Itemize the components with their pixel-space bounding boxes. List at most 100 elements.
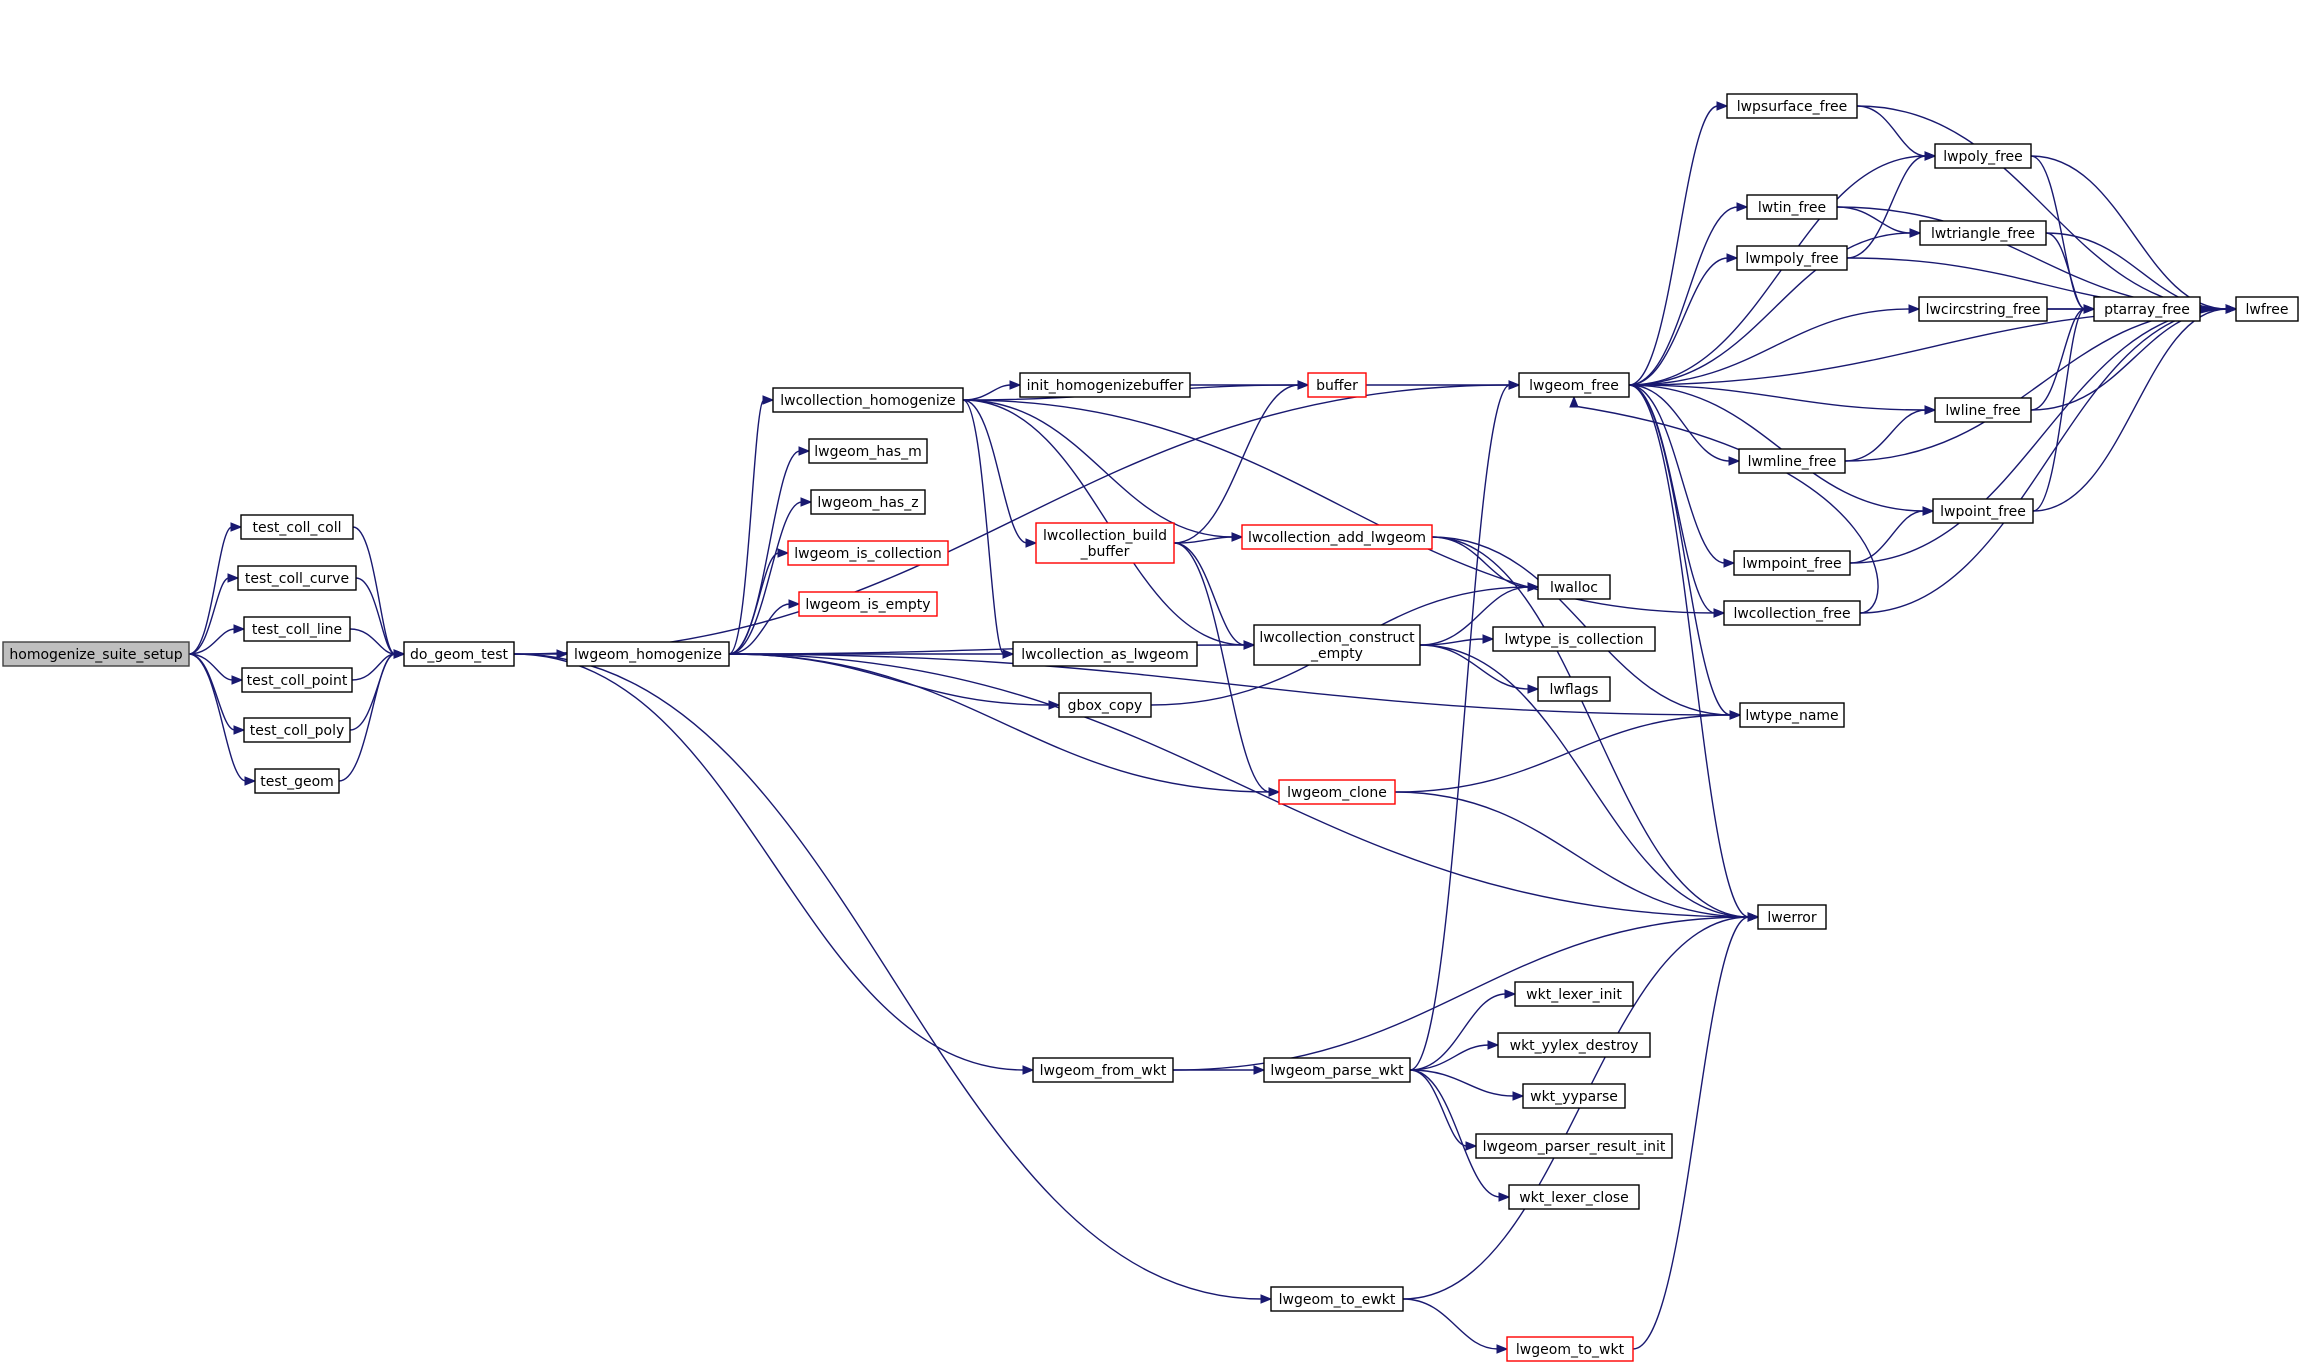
node-lwgeom-to-wkt[interactable]: lwgeom_to_wkt — [1506, 1336, 1634, 1362]
edge-line — [1846, 155, 1927, 259]
node-lwgeom-has-z[interactable]: lwgeom_has_z — [810, 489, 926, 515]
node-wkt-yylex-destroy[interactable]: wkt_yylex_destroy — [1497, 1032, 1651, 1058]
edge-lwgeom_parse_wkt-to-wkt_yyparse — [1409, 1069, 1525, 1101]
edge-homogenize_suite_setup-to-test_coll_curve — [188, 573, 240, 655]
edge-arrowhead — [1297, 380, 1310, 390]
node-buffer[interactable]: buffer — [1307, 372, 1367, 398]
edge-line — [728, 501, 803, 655]
node-homogenize-suite-setup[interactable]: homogenize_suite_setup — [2, 641, 190, 667]
node-lwalloc[interactable]: lwalloc — [1537, 574, 1611, 600]
node-label: lwgeom_parse_wkt — [1270, 1063, 1404, 1079]
edge-arrowhead — [1924, 151, 1937, 161]
node-lwgeom-free[interactable]: lwgeom_free — [1518, 372, 1630, 398]
node-lwflags[interactable]: lwflags — [1537, 676, 1611, 702]
node-lwcollection-as-lwgeom[interactable]: lwcollection_as_lwgeom — [1012, 641, 1198, 667]
node-test-coll-coll[interactable]: test_coll_coll — [240, 514, 354, 540]
edge-lwgeom_parse_wkt-to-wkt_yylex_destroy — [1409, 1040, 1500, 1071]
node-label: test_coll_coll — [253, 520, 342, 536]
node-test-coll-line[interactable]: test_coll_line — [243, 616, 351, 642]
node-box — [1270, 1286, 1404, 1312]
node-label: lwgeom_homogenize — [574, 647, 722, 663]
edge-lwgeom_parse_wkt-to-lwgeom_parser_result_init — [1409, 1069, 1478, 1151]
node-lwcollection-free[interactable]: lwcollection_free — [1723, 600, 1861, 626]
node-lwpsurface-free[interactable]: lwpsurface_free — [1726, 93, 1858, 119]
node-lwgeom-has-m[interactable]: lwgeom_has_m — [808, 438, 928, 464]
edge-line — [728, 653, 1732, 716]
edge-arrowhead — [2083, 304, 2096, 314]
node-wkt-lexer-init[interactable]: wkt_lexer_init — [1514, 981, 1634, 1007]
edge-line — [1431, 536, 1750, 918]
node-lwgeom-clone[interactable]: lwgeom_clone — [1278, 779, 1396, 805]
edge-lwgeom_homogenize-to-gbox_copy — [728, 653, 1061, 710]
node-test-coll-curve[interactable]: test_coll_curve — [237, 565, 357, 591]
node-lwpoly-free[interactable]: lwpoly_free — [1934, 143, 2032, 169]
edge-line — [1409, 1069, 1468, 1147]
edge-line — [2032, 308, 2086, 512]
edge-lwcollection_build_buffer-to-lwgeom_clone — [1173, 542, 1281, 797]
node-box — [1518, 372, 1630, 398]
node-lwcollection-homogenize[interactable]: lwcollection_homogenize — [772, 387, 964, 413]
node-lwgeom-is-empty[interactable]: lwgeom_is_empty — [798, 591, 938, 617]
node-gbox-copy[interactable]: gbox_copy — [1058, 692, 1152, 718]
node-box — [237, 565, 357, 591]
node-box — [1492, 626, 1656, 652]
node-lwmpoint-free[interactable]: lwmpoint_free — [1733, 550, 1851, 576]
edge-lwcollection_homogenize-to-lwcollection_as_lwgeom — [962, 399, 1015, 659]
node-test-geom[interactable]: test_geom — [254, 768, 340, 794]
edge-lwgeom_homogenize-to-lwgeom_is_empty — [728, 599, 801, 655]
node-lwfree[interactable]: lwfree — [2235, 296, 2299, 322]
edge-line — [1173, 542, 1271, 793]
node-lwgeom-to-ewkt[interactable]: lwgeom_to_ewkt — [1270, 1286, 1404, 1312]
node-box — [1919, 220, 2047, 246]
node-box — [1736, 245, 1848, 271]
node-lwtype-is-collection[interactable]: lwtype_is_collection — [1492, 626, 1656, 652]
edge-lwmline_free-to-lwline_free — [1844, 405, 1937, 462]
node-label: buffer — [1316, 378, 1358, 394]
node-lwgeom-from-wkt[interactable]: lwgeom_from_wkt — [1032, 1057, 1174, 1083]
edge-arrowhead — [1569, 395, 1579, 408]
node-label: lwgeom_has_m — [814, 444, 921, 460]
node-lwerror[interactable]: lwerror — [1757, 904, 1827, 930]
edge-lwcollection_construct_empty-to-lwalloc — [1419, 582, 1540, 646]
node-do-geom-test[interactable]: do_geom_test — [403, 641, 515, 667]
node-wkt-lexer-close[interactable]: wkt_lexer_close — [1508, 1184, 1640, 1210]
node-label: test_coll_point — [247, 673, 348, 689]
edge-lwcollection_add_lwgeom-to-lwalloc — [1431, 536, 1540, 592]
node-lwcircstring-free[interactable]: lwcircstring_free — [1918, 296, 2048, 322]
node-label: lwgeom_clone — [1287, 785, 1387, 801]
node-init-homogenizebuffer[interactable]: init_homogenizebuffer — [1019, 372, 1191, 398]
node-test-coll-point[interactable]: test_coll_point — [241, 667, 353, 693]
edge-lwtin_free-to-lwtriangle_free — [1836, 206, 1922, 238]
node-wkt-yyparse[interactable]: wkt_yyparse — [1522, 1083, 1626, 1109]
node-lwgeom-parse-wkt[interactable]: lwgeom_parse_wkt — [1263, 1057, 1411, 1083]
node-lwtype-name[interactable]: lwtype_name — [1739, 702, 1845, 728]
node-lwgeom-parser-result-init[interactable]: lwgeom_parser_result_init — [1475, 1133, 1673, 1159]
edge-line — [188, 653, 234, 681]
edge-arrowhead — [1716, 101, 1729, 111]
edge-arrowhead — [393, 649, 406, 659]
node-lwtin-free[interactable]: lwtin_free — [1746, 194, 1838, 220]
edge-arrowhead — [1465, 1141, 1478, 1151]
node-lwline-free[interactable]: lwline_free — [1934, 397, 2032, 423]
node-lwtriangle-free[interactable]: lwtriangle_free — [1919, 220, 2047, 246]
node-lwgeom-is-collection[interactable]: lwgeom_is_collection — [787, 540, 949, 566]
edge-lwgeom_from_wkt-to-lwerror — [1172, 912, 1760, 1071]
node-lwcollection-add-lwgeom[interactable]: lwcollection_add_lwgeom — [1241, 524, 1433, 550]
edge-test_geom-to-do_geom_test — [338, 649, 406, 782]
node-lwgeom-homogenize[interactable]: lwgeom_homogenize — [566, 641, 730, 667]
edge-arrowhead — [1243, 640, 1256, 650]
node-lwpoint-free[interactable]: lwpoint_free — [1932, 498, 2034, 524]
node-lwcollection-build-buffer[interactable]: lwcollection_build_buffer — [1035, 522, 1175, 564]
node-test-coll-poly[interactable]: test_coll_poly — [243, 717, 351, 743]
edge-lwcollection_homogenize-to-lwcollection_build_buffer — [962, 399, 1038, 548]
node-lwcollection-construct-empty[interactable]: lwcollection_construct_empty — [1253, 624, 1421, 666]
node-box — [1738, 448, 1846, 474]
edge-line — [1628, 257, 1729, 386]
node-box — [1537, 676, 1611, 702]
edge-lwcollection_build_buffer-to-lwcollection_add_lwgeom — [1173, 532, 1244, 544]
node-ptarray-free[interactable]: ptarray_free — [2093, 296, 2201, 322]
node-lwmpoly-free[interactable]: lwmpoly_free — [1736, 245, 1848, 271]
edge-line — [2030, 155, 2228, 310]
node-lwmline-free[interactable]: lwmline_free — [1738, 448, 1846, 474]
node-label: lwmline_free — [1748, 454, 1837, 470]
